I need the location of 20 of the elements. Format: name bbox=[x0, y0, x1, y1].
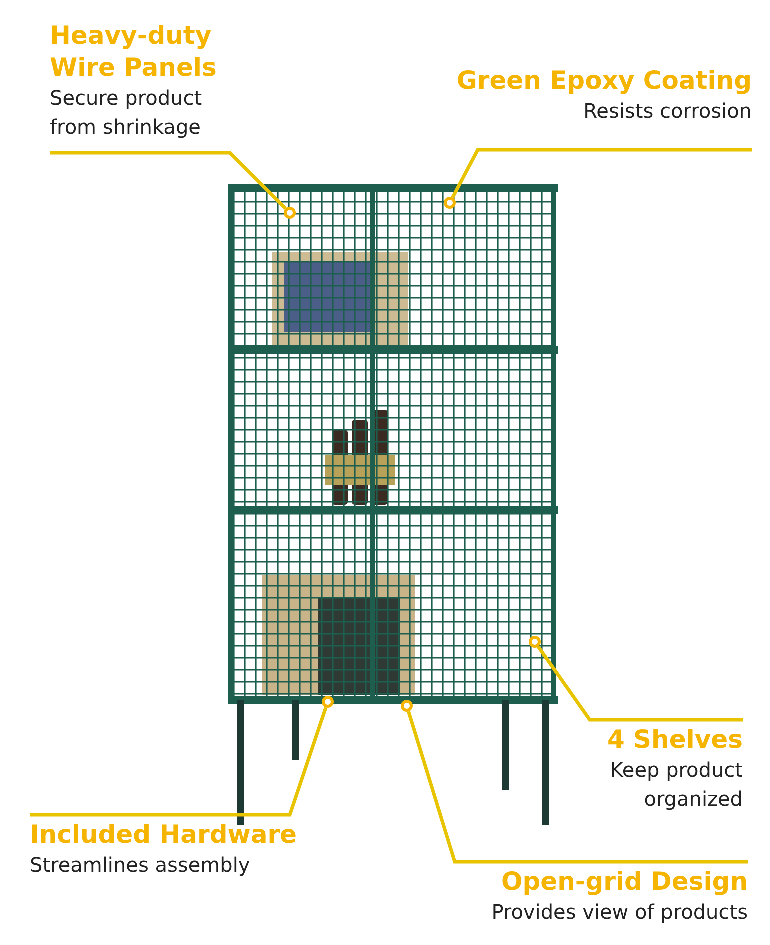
callout-heading: 4 Shelves bbox=[606, 724, 743, 756]
callout-dot bbox=[322, 696, 334, 708]
callout-heading: Heavy-duty Wire Panels bbox=[50, 20, 218, 84]
callout-text: Provides view of products bbox=[490, 899, 748, 926]
callout-heading: Included Hardware bbox=[30, 819, 298, 851]
callout-dot bbox=[284, 207, 296, 219]
callout-text: Resists corrosion bbox=[582, 98, 752, 125]
leader-line bbox=[451, 148, 752, 199]
callout-text: Keep product organized bbox=[609, 757, 743, 813]
leader-line bbox=[50, 151, 287, 210]
callout-text: Secure product from shrinkage bbox=[50, 85, 204, 141]
leader-line bbox=[407, 711, 748, 864]
leader-line bbox=[30, 707, 328, 817]
callout-heading: Open-grid Design bbox=[500, 866, 748, 898]
callout-text: Streamlines assembly bbox=[30, 852, 252, 879]
leader-line bbox=[537, 646, 743, 722]
callout-dot bbox=[444, 197, 456, 209]
callout-dot bbox=[529, 636, 541, 648]
callout-dot bbox=[401, 700, 413, 712]
callout-heading: Green Epoxy Coating bbox=[456, 65, 752, 97]
